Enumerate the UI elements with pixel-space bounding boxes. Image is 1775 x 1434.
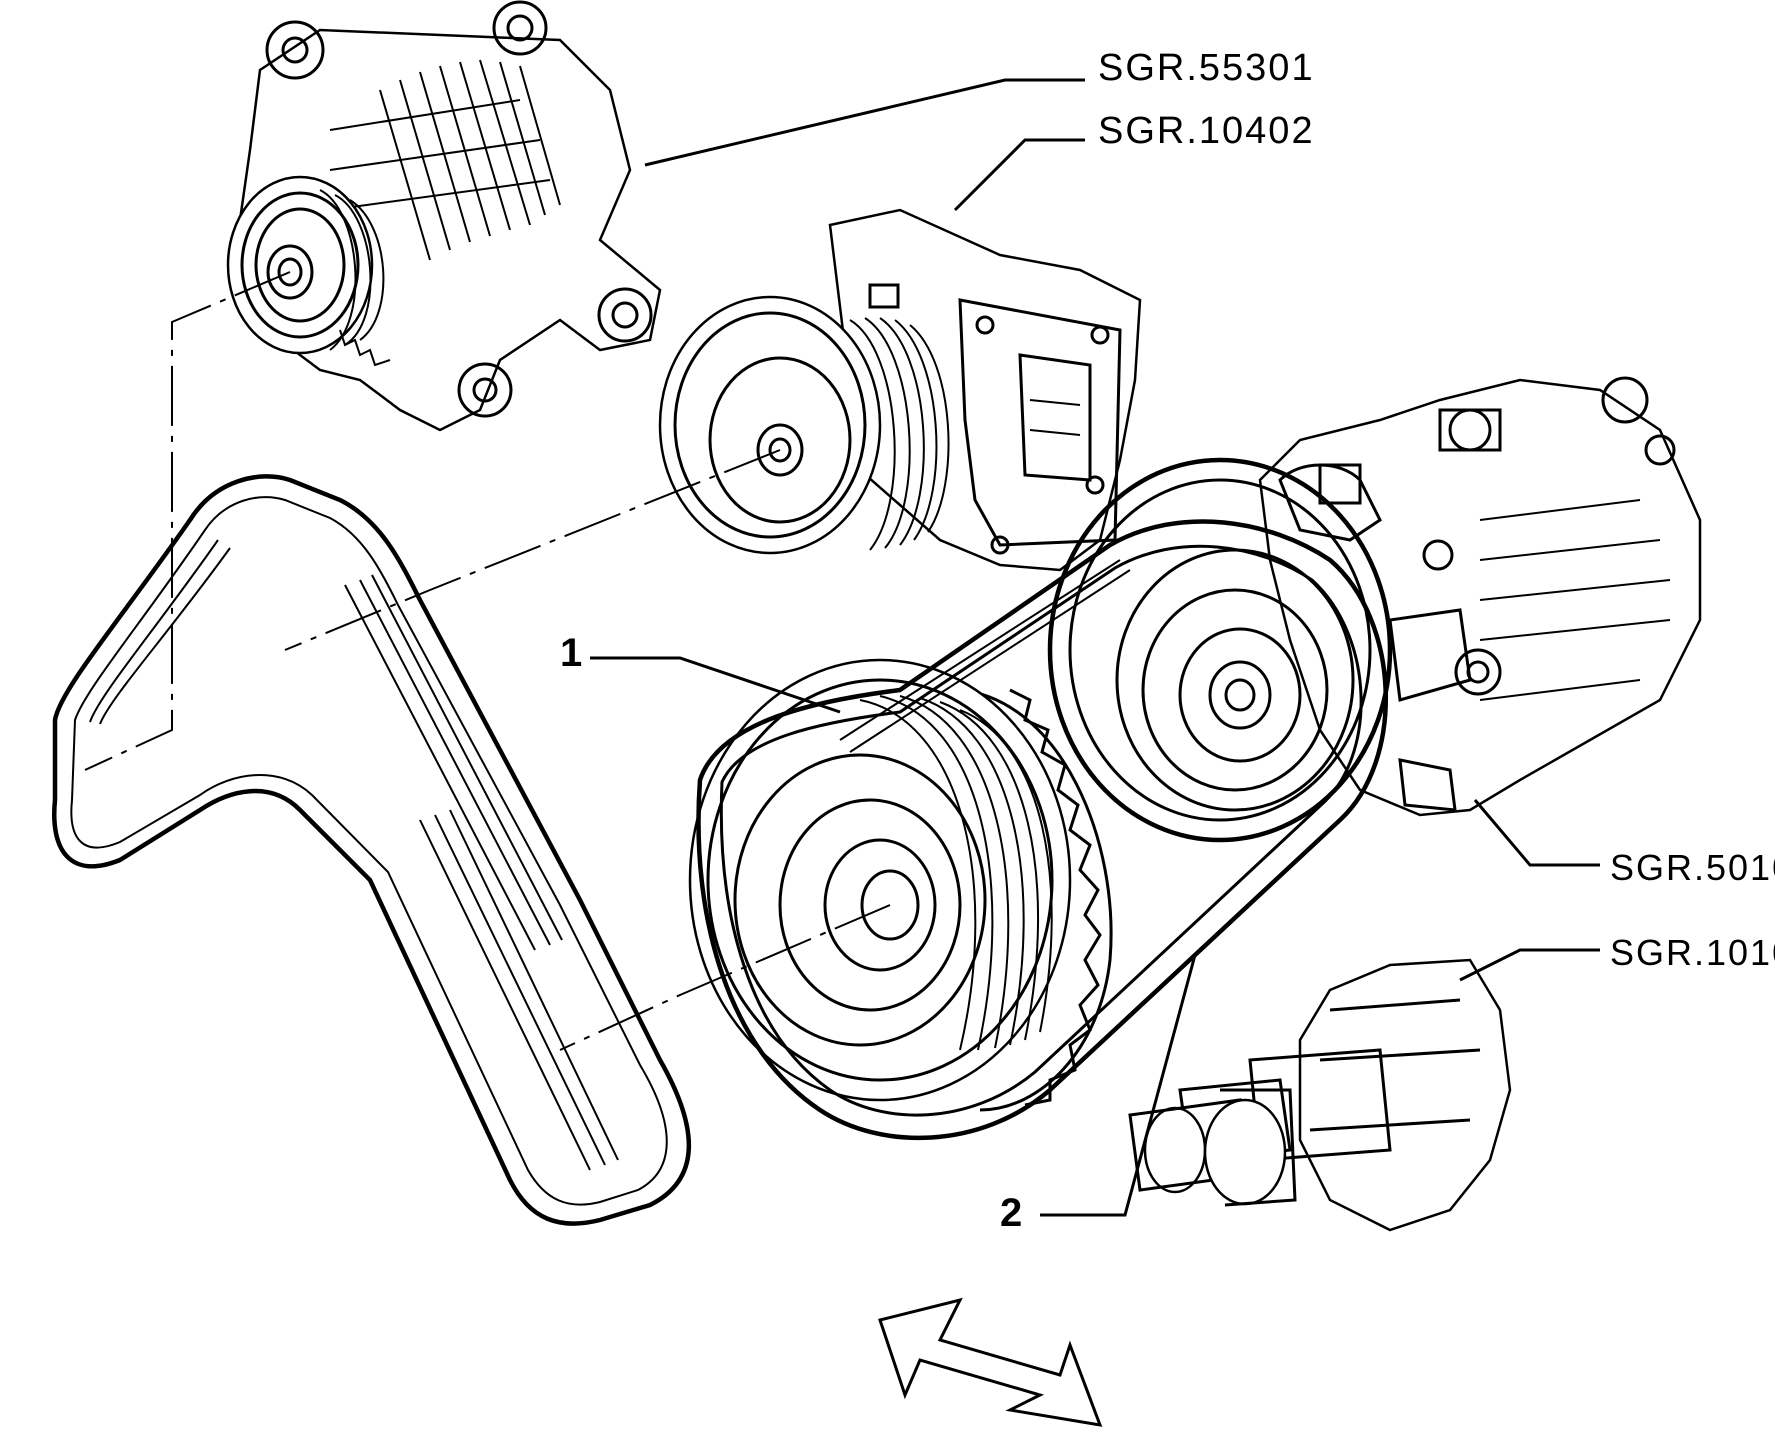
item-number-1: 1	[560, 631, 582, 675]
direction-arrow-icon	[878, 1297, 1103, 1427]
ac-compressor-drawing	[1047, 376, 1702, 843]
callout-crankshaft: SGR.10103	[1610, 932, 1775, 973]
callout-ac-compressor: SGR.50104	[1610, 847, 1775, 888]
item-number-2: 2	[1000, 1191, 1022, 1235]
accessory-belt-drawing	[52, 474, 691, 1226]
alternator-drawing	[226, 0, 662, 432]
ac-belt-drawing	[696, 519, 1388, 1141]
crankshaft-drawing	[1128, 958, 1512, 1232]
power-steering-pump-drawing	[658, 208, 1142, 572]
crankshaft-pulley-drawing	[688, 658, 1113, 1112]
callout-alternator: SGR.55301	[1098, 47, 1315, 89]
leader-lines	[84, 78, 1600, 1217]
callout-power-steering-pump: SGR.10402	[1098, 110, 1315, 152]
